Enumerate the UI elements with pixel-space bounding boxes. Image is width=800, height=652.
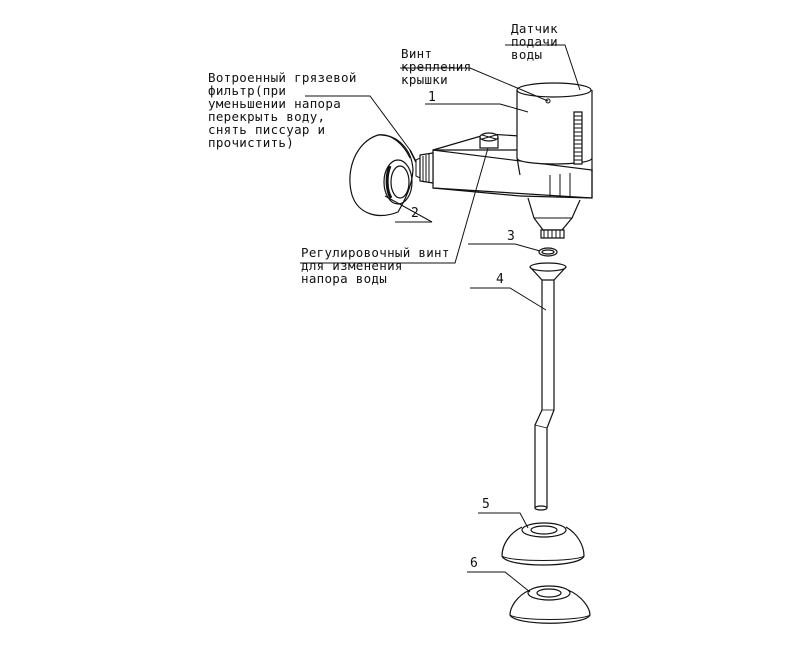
part-number-6: 6 [470,556,478,571]
part-3-o-ring [539,248,557,256]
filter-label-line: перекрыть воду, [208,109,326,124]
adjust-screw-label: Регулировочный винт для изменения напора… [301,246,450,285]
sensor-label-line: Датчик [511,21,558,36]
part-number-1: 1 [428,90,436,105]
cover-screw-label-line: Винт [401,46,433,61]
filter-label-line: Вотроенный грязевой [208,70,357,85]
adjust-screw-label-line: напора воды [301,271,388,286]
cover-screw-label-line: крепления [401,59,472,74]
filter-label-line: фильтр(при [208,83,287,98]
part-4-flush-pipe [530,263,566,510]
part-2-flange [350,135,413,216]
filter-label-line: снять писсуар и [208,122,326,137]
adjust-screw-label-line: Регулировочный винт [301,245,450,260]
adjust-screw-label-line: для изменения [301,258,403,273]
part-5-flange [502,523,584,565]
sensor-label-line: воды [511,47,543,62]
adjustment-screw [480,133,498,148]
valve-body [416,134,592,198]
cover-screw-label: Винт крепления крышки [401,47,471,86]
part-number-5: 5 [482,497,490,512]
leader-lines [300,45,580,592]
part-6-flange [510,586,590,623]
part-number-4: 4 [496,272,504,287]
sensor-label-line: подачи [511,34,558,49]
part-number-3: 3 [507,229,515,244]
filter-label: Вотроенный грязевой фильтр(при уменьшени… [208,71,357,149]
part-number-2: 2 [411,206,419,221]
part-1-sensor-housing [517,83,592,175]
sensor-label: Датчик подачи воды [511,22,558,61]
cover-screw-label-line: крышки [401,72,448,87]
filter-label-line: уменьшении напора [208,96,342,111]
outlet-funnel [528,198,580,238]
filter-label-line: прочистить) [208,135,295,150]
